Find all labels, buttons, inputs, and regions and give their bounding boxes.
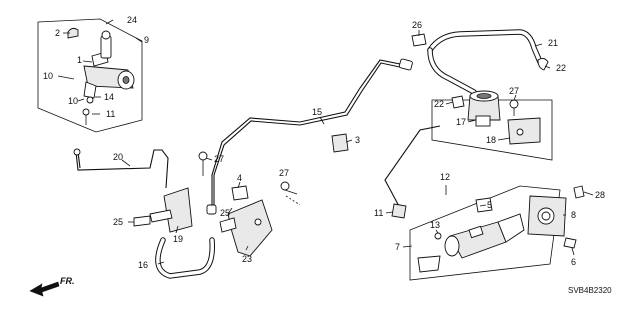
label-24: 24 — [127, 15, 137, 25]
label-4: 4 — [237, 173, 242, 183]
reservoir-group-frame — [431, 99, 553, 161]
label-20: 20 — [113, 152, 123, 162]
label-15: 15 — [312, 107, 322, 117]
label-27a: 27 — [214, 154, 224, 164]
label-3: 3 — [355, 135, 360, 145]
label-18: 18 — [486, 135, 496, 145]
label-9: 9 — [144, 35, 149, 45]
label-8: 8 — [571, 210, 576, 220]
front-arrow-icon — [29, 281, 60, 297]
label-2: 2 — [55, 28, 60, 38]
label-10b: 10 — [68, 96, 78, 106]
label-17: 17 — [456, 117, 466, 127]
label-14: 14 — [104, 92, 114, 102]
label-7: 7 — [395, 242, 400, 252]
front-label: FR. — [60, 276, 75, 286]
label-25b: 25 — [220, 208, 230, 218]
label-22b: 22 — [556, 63, 566, 73]
label-25a: 25 — [113, 217, 123, 227]
label-22a: 22 — [434, 99, 444, 109]
diagram-code: SVB4B2320 — [568, 286, 612, 295]
label-5: 5 — [487, 200, 492, 210]
slave-cylinder-group — [402, 185, 594, 281]
label-27b: 27 — [279, 168, 289, 178]
label-13: 13 — [430, 220, 440, 230]
label-19: 19 — [173, 234, 183, 244]
label-6: 6 — [571, 257, 576, 267]
label-11a: 11 — [106, 109, 115, 119]
master-cylinder-group-frame — [37, 18, 143, 133]
label-28: 28 — [595, 190, 605, 200]
master-cylinder-group — [37, 18, 143, 133]
label-1: 1 — [77, 55, 82, 65]
label-11b: 11 — [374, 208, 383, 218]
label-27c: 27 — [509, 86, 519, 96]
label-23: 23 — [242, 254, 252, 264]
brackets-and-clips — [121, 116, 407, 265]
part-labels: 1 2 3 4 5 6 7 8 9 10 10 11 11 12 13 14 1… — [43, 15, 605, 270]
label-21: 21 — [548, 38, 558, 48]
front-direction-indicator: FR. — [29, 276, 75, 297]
label-12: 12 — [440, 172, 450, 182]
label-16: 16 — [138, 260, 148, 270]
pipe-20 — [75, 149, 169, 189]
pipe-15 — [211, 59, 411, 212]
pipes — [73, 29, 543, 279]
reservoir-group — [411, 30, 553, 161]
label-26: 26 — [412, 20, 422, 30]
label-10a: 10 — [43, 71, 53, 81]
